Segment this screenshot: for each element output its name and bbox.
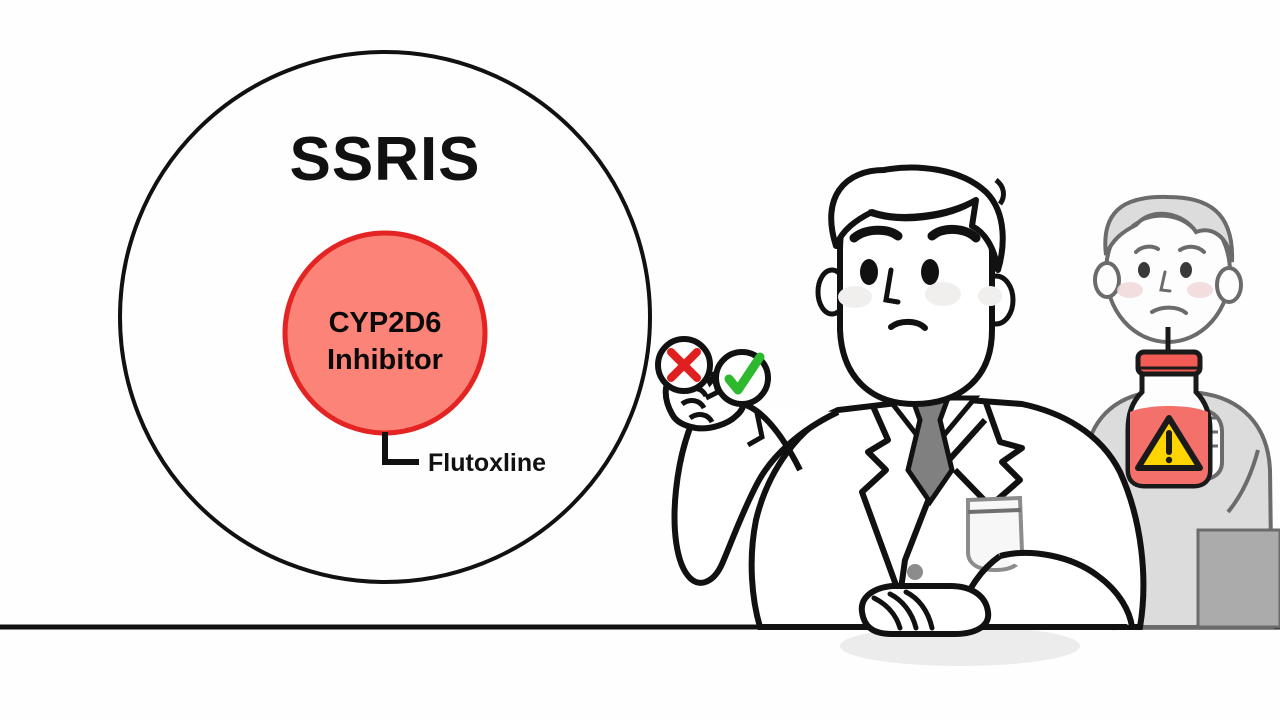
patient-eye-left — [1138, 262, 1150, 278]
warning-triangle-icon — [1135, 415, 1203, 471]
doctor-head — [815, 164, 1016, 408]
doctor-figure — [662, 164, 1147, 637]
doctor-eye-right — [921, 259, 939, 285]
coat-lapel-right — [982, 398, 1025, 509]
medicine-bottle-icon — [1125, 349, 1213, 489]
doctor-hand-resting — [858, 583, 992, 637]
doctor-arm-resting — [999, 549, 1135, 628]
coat-button — [907, 564, 923, 580]
coat-lapel-left — [859, 402, 903, 598]
ssris-class-circle — [118, 50, 652, 584]
inner-circle-line2: Inhibitor — [327, 344, 443, 376]
patient-eye-right — [1180, 262, 1192, 278]
doctor-eye-left — [860, 259, 878, 285]
inner-circle-line1: CYP2D6 — [329, 307, 442, 339]
bottle-cap — [1135, 349, 1203, 377]
outer-circle-title: SSRIS — [289, 125, 480, 194]
red-x-icon — [655, 336, 713, 394]
doctor-arm-raised — [671, 404, 840, 586]
patient-hair — [1103, 194, 1235, 263]
flutoxline-leader-line — [382, 432, 419, 465]
callout-drug-label: Flutoxline — [428, 449, 546, 477]
green-check-icon — [713, 349, 771, 407]
ssris-venn-diagram: SSRIS CYP2D6 Inhibitor Flutoxline — [118, 50, 652, 584]
